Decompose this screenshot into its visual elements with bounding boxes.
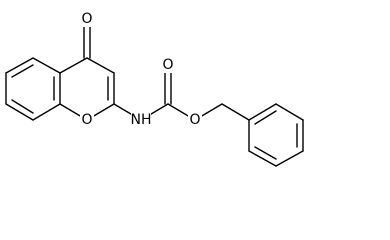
bond-c4a-c5: [32, 57, 61, 74]
amide-nitrogen-bg: [131, 112, 151, 128]
bond-c8-c8a: [32, 103, 61, 121]
ketone-oxygen-label: O: [81, 11, 92, 27]
bond-phenyl-inner-3: [254, 146, 277, 160]
bond-c5-c6-inner: [11, 64, 34, 78]
structural-formula: O O NH O O: [5, 11, 304, 167]
bond-phenyl-4: [275, 150, 304, 167]
bond-phenyl-5: [248, 150, 277, 167]
ring-oxygen-bg: [80, 112, 94, 128]
carbonyl-oxygen-label: O: [162, 57, 173, 73]
bond-phenyl-2: [275, 103, 304, 121]
bond-c7-c8: [5, 103, 34, 121]
bond-c4a-c4: [59, 57, 88, 74]
bond-phenyl-inner-1: [254, 110, 277, 125]
ester-oxygen-bg: [188, 112, 202, 128]
bond-c5-c6: [5, 57, 34, 74]
amide-nitrogen-label: NH: [131, 112, 152, 128]
ester-oxygen-label: O: [189, 112, 200, 128]
ketone-oxygen-bg: [80, 11, 94, 27]
bond-c7-c8-inner: [11, 99, 34, 114]
bond-ch2-ipso: [221, 103, 250, 121]
bond-phenyl-1: [248, 103, 277, 121]
ring-oxygen-label: O: [81, 112, 92, 128]
bond-c4-c3: [86, 57, 115, 74]
carbonyl-oxygen-bg: [161, 57, 175, 73]
